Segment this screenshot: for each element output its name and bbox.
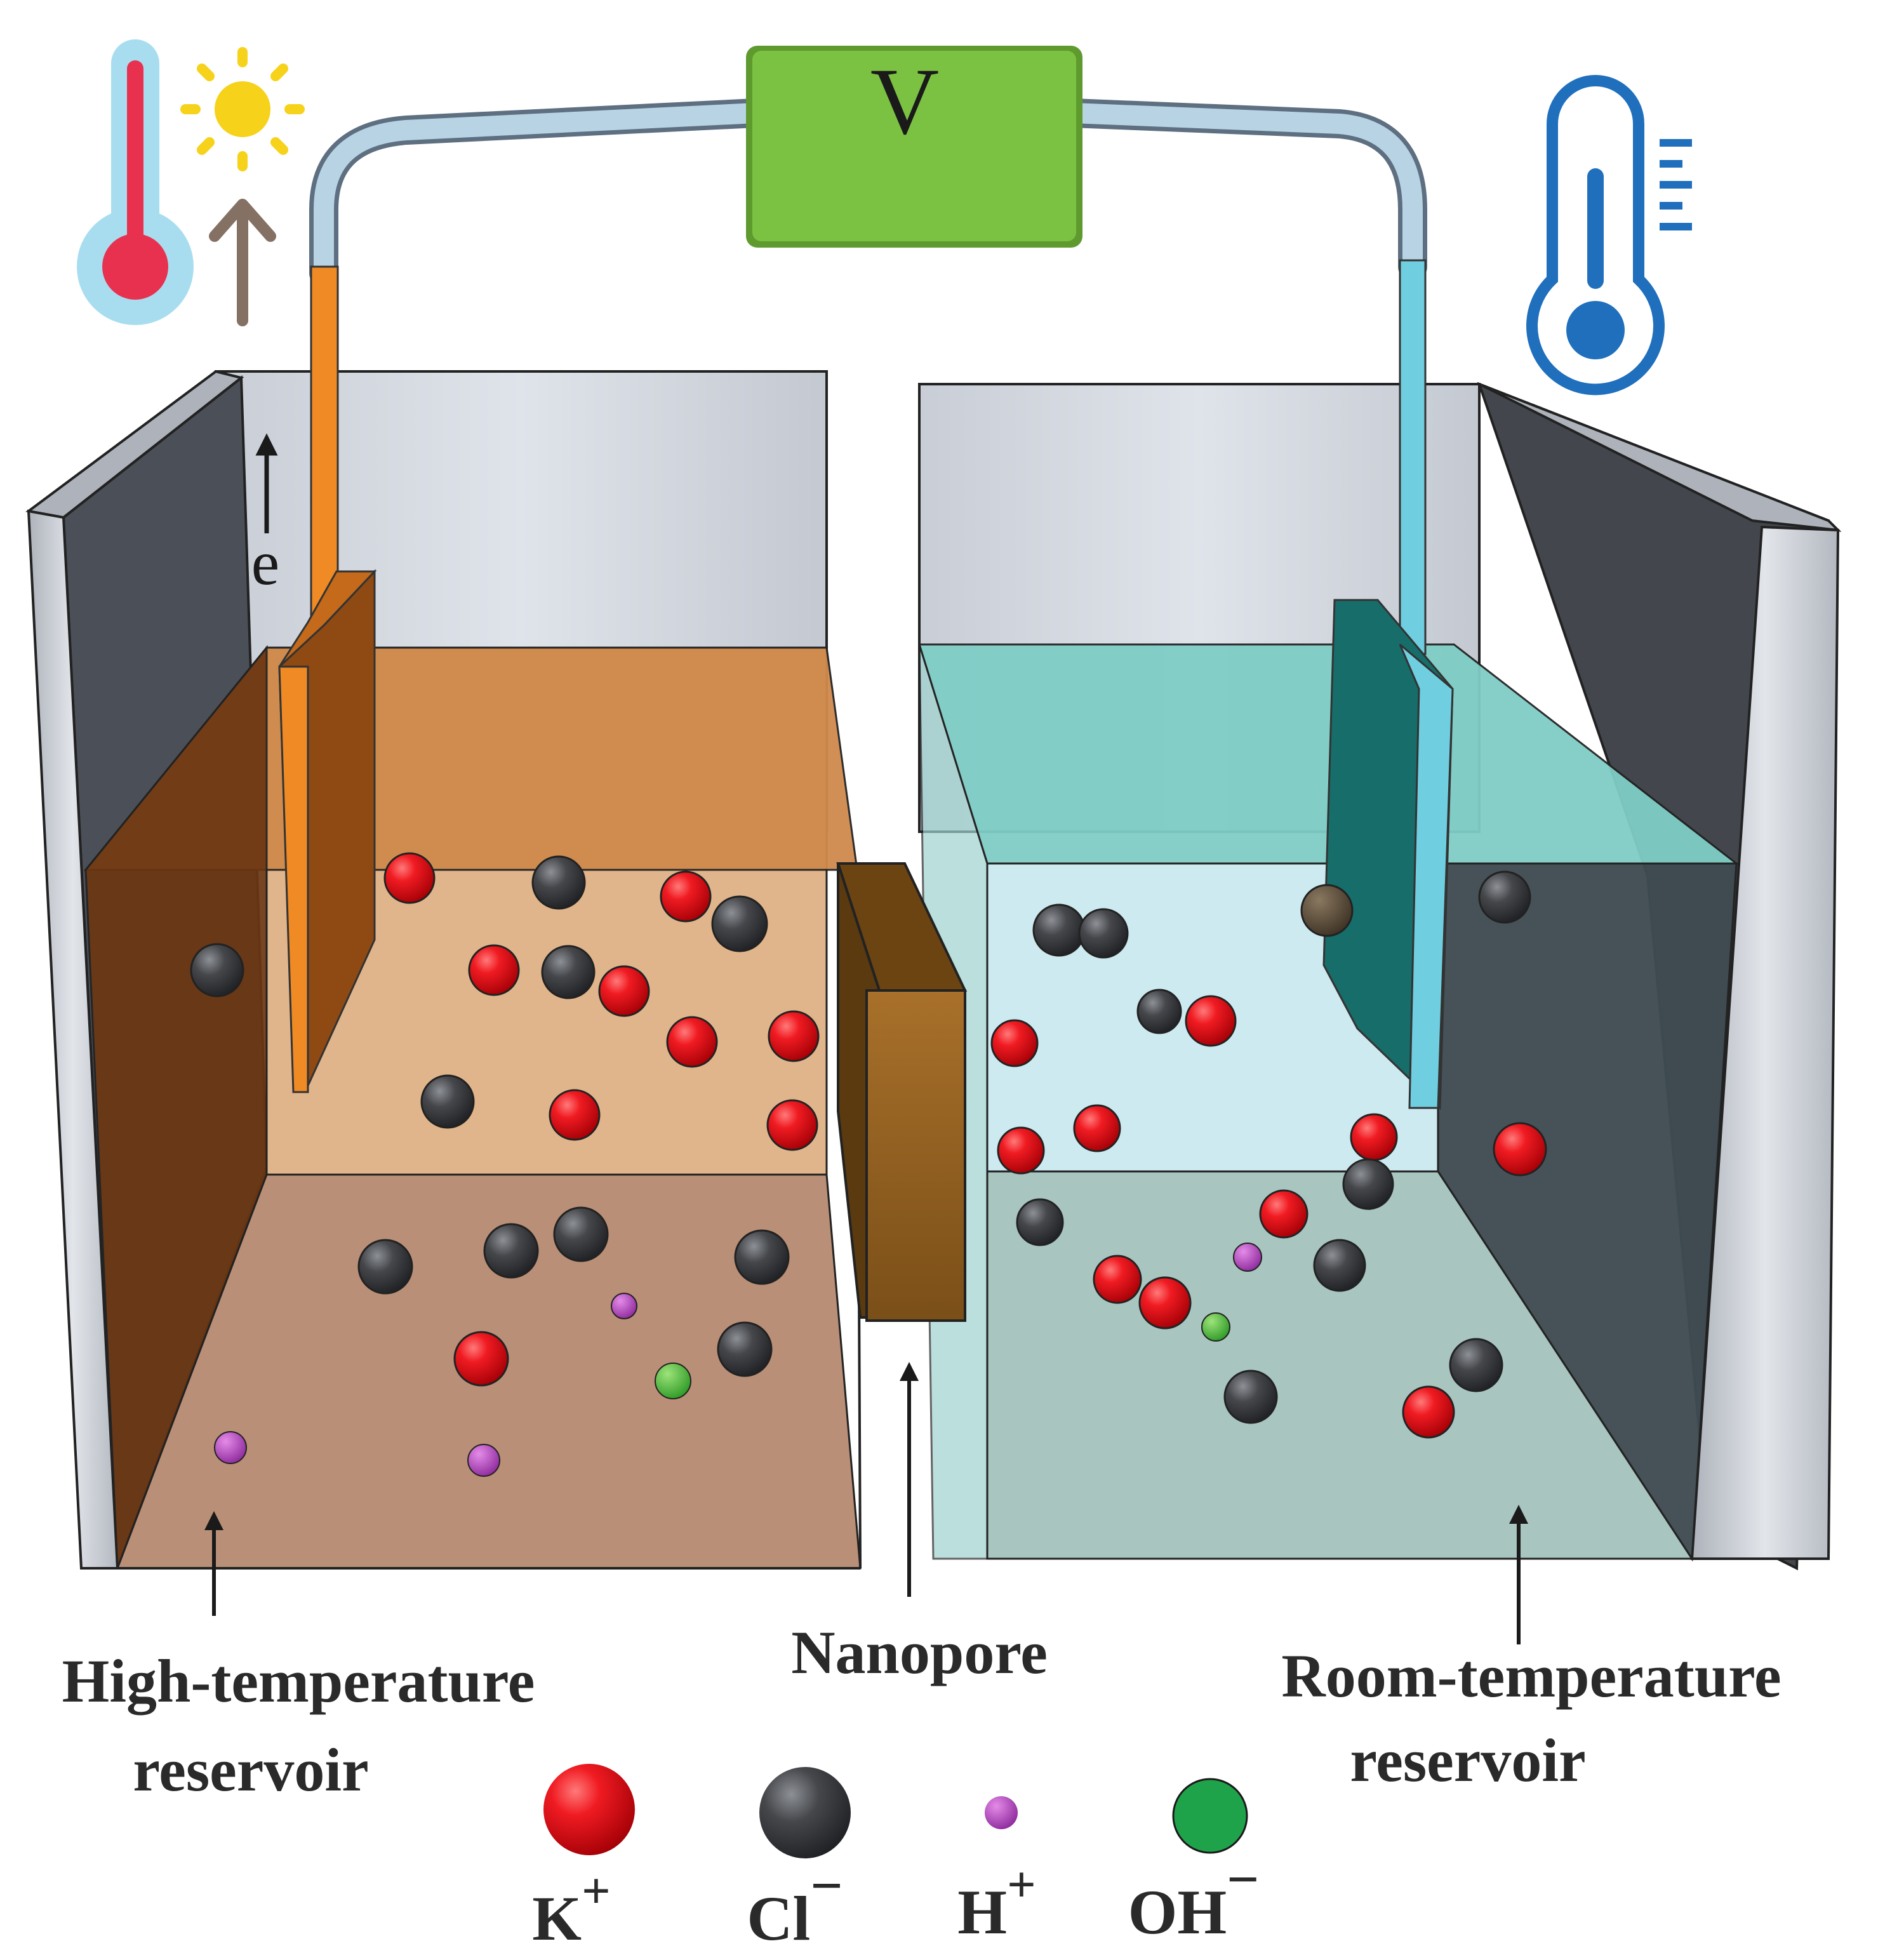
hot-thermometer-icon — [77, 39, 194, 325]
reservoir-labels: High-temperature reservoir Nanopore Room… — [62, 1618, 1781, 1804]
ion-particles — [190, 852, 1547, 1477]
legend-h-swatch — [985, 1796, 1018, 1829]
legend-k-swatch — [543, 1764, 635, 1855]
hot-electrode — [278, 265, 377, 1093]
up-arrow-icon — [209, 199, 276, 326]
nanopore-label: Nanopore — [791, 1618, 1048, 1686]
nanopore-membrane — [836, 862, 968, 1322]
pointer-arrows — [204, 1362, 1528, 1644]
ion-legend: K+ Cl− H+ OH− — [532, 1764, 1259, 1954]
wire — [309, 98, 1427, 288]
cold-electrode — [1322, 259, 1454, 1110]
legend-cl-swatch — [759, 1767, 851, 1858]
hot-reservoir-label-line2: reservoir — [133, 1736, 368, 1804]
cold-reservoir-label-line2: reservoir — [1350, 1726, 1585, 1794]
electron-flow-indicator: e — [251, 433, 279, 598]
cold-reservoir-label-line1: Room-temperature — [1281, 1642, 1781, 1710]
hot-reservoir-container — [25, 370, 862, 1570]
legend-k-label: K+ — [532, 1863, 610, 1954]
legend-cl-label: Cl− — [747, 1855, 842, 1954]
legend-oh-swatch — [1172, 1778, 1248, 1854]
electron-label: e — [251, 528, 279, 598]
legend-oh-label: OH− — [1128, 1848, 1260, 1947]
legend-h-label: H+ — [957, 1857, 1036, 1947]
voltmeter: V — [746, 46, 1082, 248]
sun-icon — [180, 47, 305, 171]
cold-thermometer-icon — [1526, 75, 1692, 396]
voltmeter-label: V — [870, 49, 939, 154]
hot-reservoir-label-line1: High-temperature — [62, 1647, 535, 1715]
